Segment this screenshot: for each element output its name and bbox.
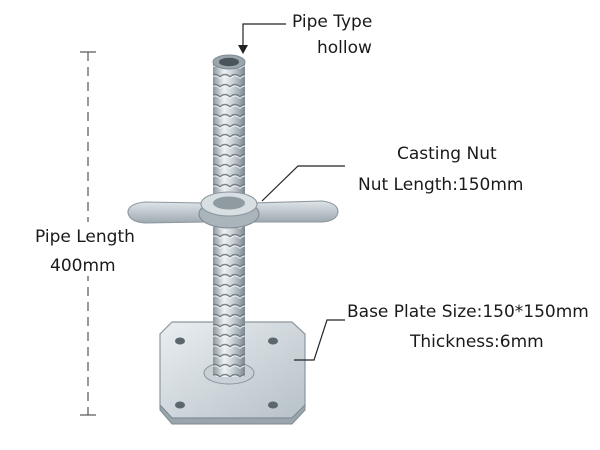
pipe-type-value: hollow	[317, 38, 372, 58]
hollow-pipe-opening	[219, 57, 239, 67]
bolt-hole	[268, 337, 278, 345]
pipe-length-dimension	[80, 51, 96, 416]
nut-handle-left	[127, 201, 206, 224]
casting-nut-length: Nut Length:150mm	[358, 175, 524, 195]
base-plate-thickness: Thickness:6mm	[410, 332, 544, 352]
pipe-length-title: Pipe Length	[33, 227, 137, 247]
bolt-hole	[175, 401, 185, 409]
pipe-type-leader	[242, 23, 286, 48]
nut-handle-right	[252, 200, 339, 223]
base-plate-size: Base Plate Size:150*150mm	[347, 302, 589, 322]
bolt-hole	[175, 337, 185, 345]
pipe-length-value: 400mm	[48, 256, 118, 276]
bolt-hole	[268, 401, 278, 409]
casting-nut-title: Casting Nut	[397, 144, 497, 164]
threaded-rod-lower	[213, 225, 245, 377]
casting-nut-leader	[261, 165, 345, 202]
pipe-type-title: Pipe Type	[292, 12, 373, 32]
casting-nut	[127, 191, 339, 229]
threaded-rod-upper	[212, 54, 246, 200]
leader-lines	[238, 23, 345, 361]
base-plate-leader	[294, 319, 345, 361]
